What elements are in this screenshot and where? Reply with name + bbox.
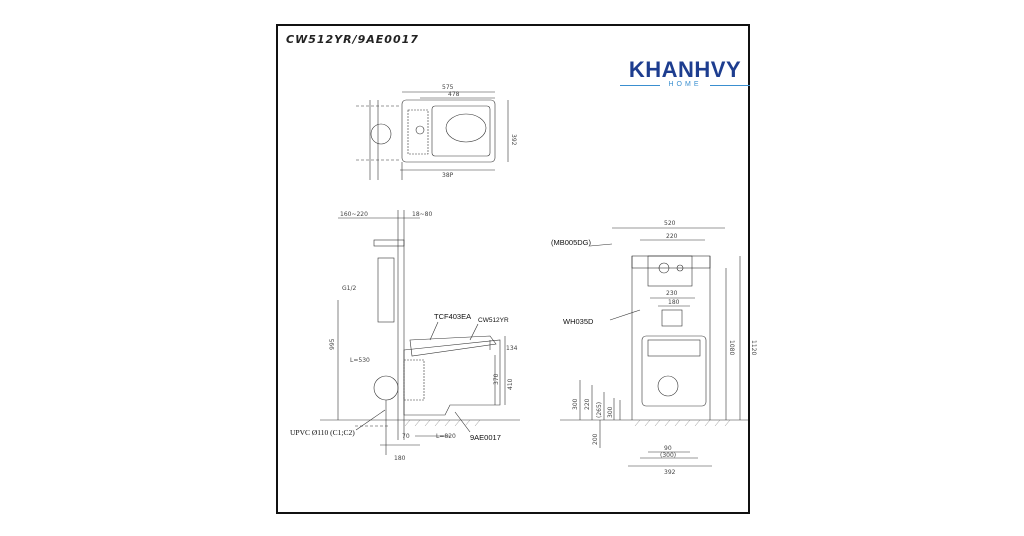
dim-l530: L=530 — [350, 357, 370, 364]
dim-180f: 180 — [668, 299, 680, 306]
top-view-bowl — [445, 113, 487, 143]
sheet-title: CW512YR/9AE0017 — [286, 33, 419, 46]
dim-220: 220 — [666, 233, 678, 240]
top-view-outline — [401, 99, 496, 163]
leader-frame — [609, 309, 641, 321]
dim-inlet: G1/2 — [342, 285, 356, 292]
dim-300c: (300) — [660, 452, 676, 459]
top-view-drain — [370, 123, 392, 145]
side-drain-pipe — [373, 375, 399, 401]
drawing-frame — [276, 24, 750, 514]
dim-300a: 300 — [572, 398, 579, 410]
callout-seat: TCF403EA — [434, 312, 471, 321]
logo-subtitle: HOME — [668, 81, 702, 88]
callout-flush-plate: (MB005DG) — [551, 238, 592, 247]
flush-button-right — [676, 264, 684, 272]
dim-575: 575 — [442, 84, 454, 91]
dim-300b: 300 — [607, 406, 614, 418]
top-view-seat — [407, 109, 429, 155]
logo-rule-right — [710, 85, 750, 86]
top-view — [356, 91, 509, 180]
dim-gap: 18~80 — [412, 211, 432, 218]
logo-wordmark: KHANHVY — [628, 57, 742, 82]
side-view — [320, 210, 520, 455]
dim-370: 370 — [493, 373, 500, 385]
brand-logo: KHANHVY HOME — [606, 58, 764, 92]
side-toilet-body — [403, 339, 501, 416]
logo-rule-left — [620, 85, 660, 86]
dim-520: 520 — [664, 220, 676, 227]
dim-134: 134 — [506, 345, 518, 352]
leader-drain — [355, 409, 386, 431]
leader-bowl-model — [454, 411, 471, 433]
flush-button-left — [658, 262, 670, 274]
dim-90: 90 — [664, 445, 672, 452]
callout-drain: UPVC Ø110 (C1;C2) — [290, 428, 355, 437]
leader-seat — [429, 321, 439, 341]
dim-70: 70 — [402, 433, 410, 440]
top-view-valve — [415, 125, 425, 135]
dim-220f: 220 — [584, 398, 591, 410]
side-cistern — [377, 257, 395, 323]
callout-bowl: CW512YR — [478, 317, 509, 324]
dim-230: 230 — [666, 290, 678, 297]
dim-265: (265) — [596, 402, 603, 418]
dim-392b: 392 — [664, 469, 676, 476]
dim-410: 410 — [507, 378, 514, 390]
front-drain — [657, 375, 679, 397]
dim-995: 995 — [329, 338, 336, 350]
top-view-tank — [431, 105, 491, 157]
front-flush-plate — [647, 255, 693, 287]
front-toilet-body — [641, 335, 707, 407]
front-view — [560, 227, 748, 467]
dim-frame-offset: 160~220 — [340, 211, 368, 218]
leader-flush-plate — [589, 243, 613, 247]
dim-l820: L=820 — [436, 433, 456, 440]
callout-bowl-model: 9AE0017 — [470, 433, 501, 442]
callout-frame: WH035D — [563, 317, 594, 326]
dim-200: 200 — [592, 433, 599, 445]
dim-1080: 1080 — [728, 340, 735, 355]
dim-478: 478 — [448, 91, 460, 98]
dim-38p: 38P — [442, 172, 454, 179]
dim-180: 180 — [394, 455, 406, 462]
dim-392: 392 — [510, 134, 517, 146]
side-seat — [409, 335, 497, 357]
leader-bowl — [469, 323, 479, 341]
floor-hatching — [404, 419, 731, 427]
dim-1120: 1120 — [750, 340, 757, 355]
